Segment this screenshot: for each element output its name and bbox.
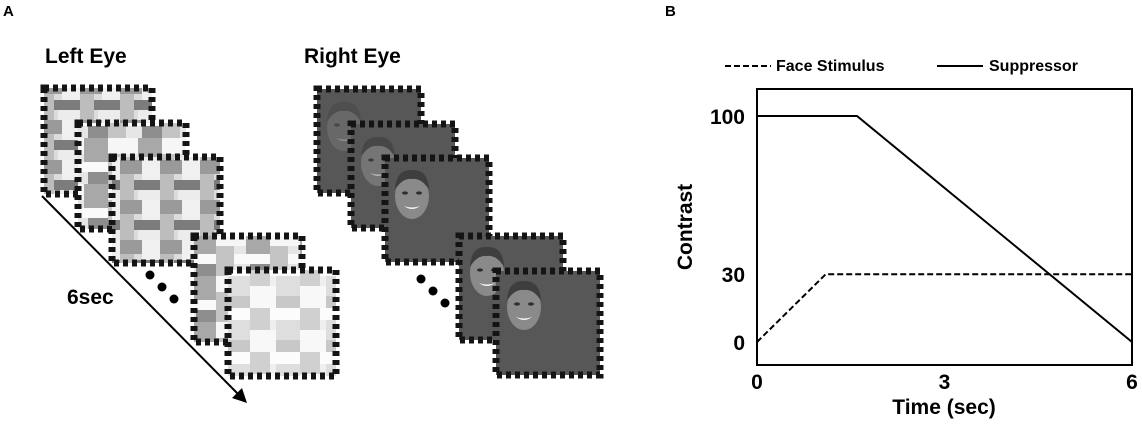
x-axis-title: Time (sec) (892, 396, 996, 419)
left-eye-frame-5 (224, 266, 340, 380)
right-eye-label: Right Eye (304, 45, 401, 68)
left-eye-label: Left Eye (45, 45, 127, 68)
right-eye-ellipsis (416, 274, 450, 308)
x-tick-label: 6 (1126, 371, 1138, 394)
legend-suppressor-label: Suppressor (989, 58, 1078, 75)
x-tick-label: 0 (751, 371, 763, 394)
y-tick-label: 100 (710, 106, 745, 129)
legend-face-label: Face Stimulus (776, 58, 885, 75)
contrast-chart: Face Stimulus Suppressor 0 3 6 0 30 100 Time… (674, 58, 1138, 419)
duration-label: 6sec (67, 286, 114, 309)
panel-b-letter: B (665, 3, 676, 20)
right-eye-frame-5 (492, 267, 604, 379)
x-tick-label: 3 (939, 371, 951, 394)
suppressor-line (757, 115, 1133, 343)
y-axis-ticks: 0 30 100 (710, 106, 745, 355)
time-arrow (41, 195, 247, 403)
left-eye-ellipsis (145, 270, 179, 304)
y-tick-label: 30 (722, 264, 745, 287)
panel-a-diagram: Left Eye Right Eye 6sec (40, 45, 604, 403)
x-axis-ticks: 0 3 6 (751, 371, 1138, 394)
plot-area (756, 88, 1133, 366)
y-tick-label: 0 (733, 332, 745, 355)
panel-a-letter: A (3, 3, 14, 20)
y-axis-title: Contrast (674, 184, 697, 270)
face-stimulus-line (756, 273, 1132, 343)
chart-legend: Face Stimulus Suppressor (725, 58, 1078, 75)
